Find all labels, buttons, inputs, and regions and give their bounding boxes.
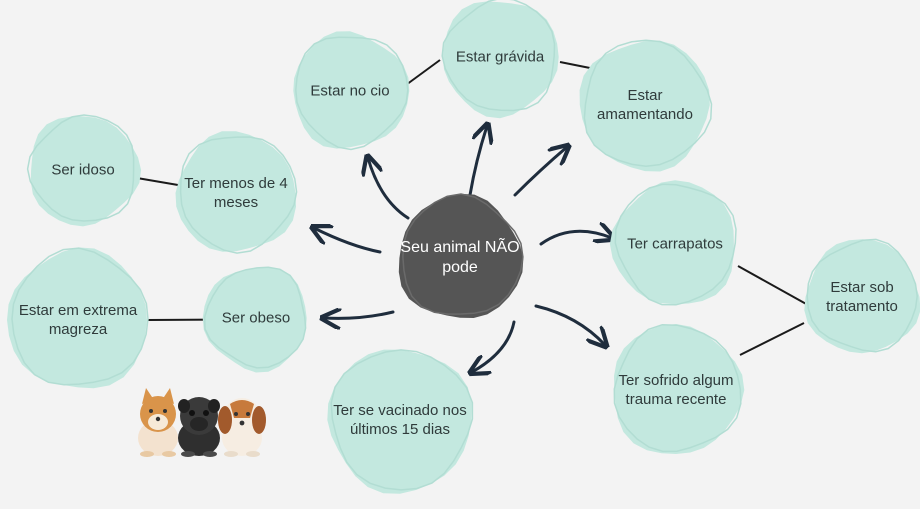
- pug-puppy-icon: [178, 397, 220, 457]
- three-puppies-illustration: [138, 388, 266, 457]
- bubble-outline: [441, 0, 556, 112]
- bubble-estar-sob-tratamento: [804, 239, 920, 354]
- bubble-outline: [26, 114, 135, 222]
- label-ter-sofrido-trauma: Ter sofrido algum trauma recente: [618, 372, 734, 408]
- connector-line: [737, 265, 809, 306]
- label-ter-se-vacinado: Ter se vacinado nos últimos 15 dias: [333, 402, 467, 438]
- bubble-estar-amamentando: [579, 40, 710, 172]
- bubble-outline: [613, 324, 742, 453]
- arrow-to-estar-amamentando: [513, 147, 567, 197]
- arrow-to-ter-sofrido-trauma: [534, 304, 605, 345]
- center-bubble: [398, 193, 524, 318]
- bubble-outline: [203, 266, 307, 369]
- label-estar-sob-tratamento: Estar sob tratamento: [826, 279, 898, 315]
- bubble-ter-se-vacinado: [327, 349, 472, 494]
- bubble-outline: [179, 136, 298, 254]
- arrow-to-ter-carrapatos: [539, 231, 612, 246]
- label-ser-idoso: Ser idoso: [51, 161, 115, 179]
- arrow-to-estar-no-cio: [368, 158, 410, 220]
- label-ter-carrapatos: Ter carrapatos: [627, 235, 723, 253]
- connector-line: [739, 322, 805, 356]
- bubble-outline: [614, 183, 737, 306]
- bubble-estar-no-cio: [293, 31, 410, 149]
- label-estar-gravida: Estar grávida: [455, 48, 545, 66]
- bubble-outline: [583, 39, 713, 167]
- bubble-outline: [295, 36, 409, 151]
- label-estar-no-cio: Estar no cio: [310, 82, 390, 100]
- bubble-ser-idoso: [30, 116, 142, 227]
- bubble-estar-extrema-magreza: [7, 247, 147, 389]
- arrow-to-ter-se-vacinado: [472, 320, 516, 372]
- center-label: Seu animal NÃO pode: [400, 239, 520, 276]
- connector-line: [559, 61, 591, 69]
- bubble-outline: [806, 238, 918, 353]
- bubble-outline: [402, 193, 524, 315]
- beagle-puppy-icon: [218, 398, 266, 457]
- label-ter-menos-4-meses: Ter menos de 4 meses: [184, 175, 288, 211]
- bubble-ter-sofrido-trauma: [614, 324, 745, 454]
- label-ser-obeso: Ser obeso: [221, 309, 291, 327]
- label-estar-amamentando: Estar amamentando: [597, 87, 693, 123]
- bubble-estar-gravida: [442, 1, 559, 119]
- arrow-to-ter-menos-4-meses: [314, 228, 382, 254]
- bubble-ser-obeso: [202, 267, 307, 373]
- arrow-to-estar-gravida: [468, 126, 487, 197]
- bubble-outline: [11, 247, 149, 386]
- bubble-outline: [330, 349, 474, 491]
- shiba-puppy-icon: [138, 388, 178, 457]
- bubble-ter-carrapatos: [609, 180, 734, 305]
- arrow-to-ser-obeso: [324, 312, 395, 318]
- label-estar-extrema-magreza: Estar em extrema magreza: [18, 302, 138, 338]
- connector-line: [136, 177, 179, 186]
- bubble-ter-menos-4-meses: [175, 131, 296, 252]
